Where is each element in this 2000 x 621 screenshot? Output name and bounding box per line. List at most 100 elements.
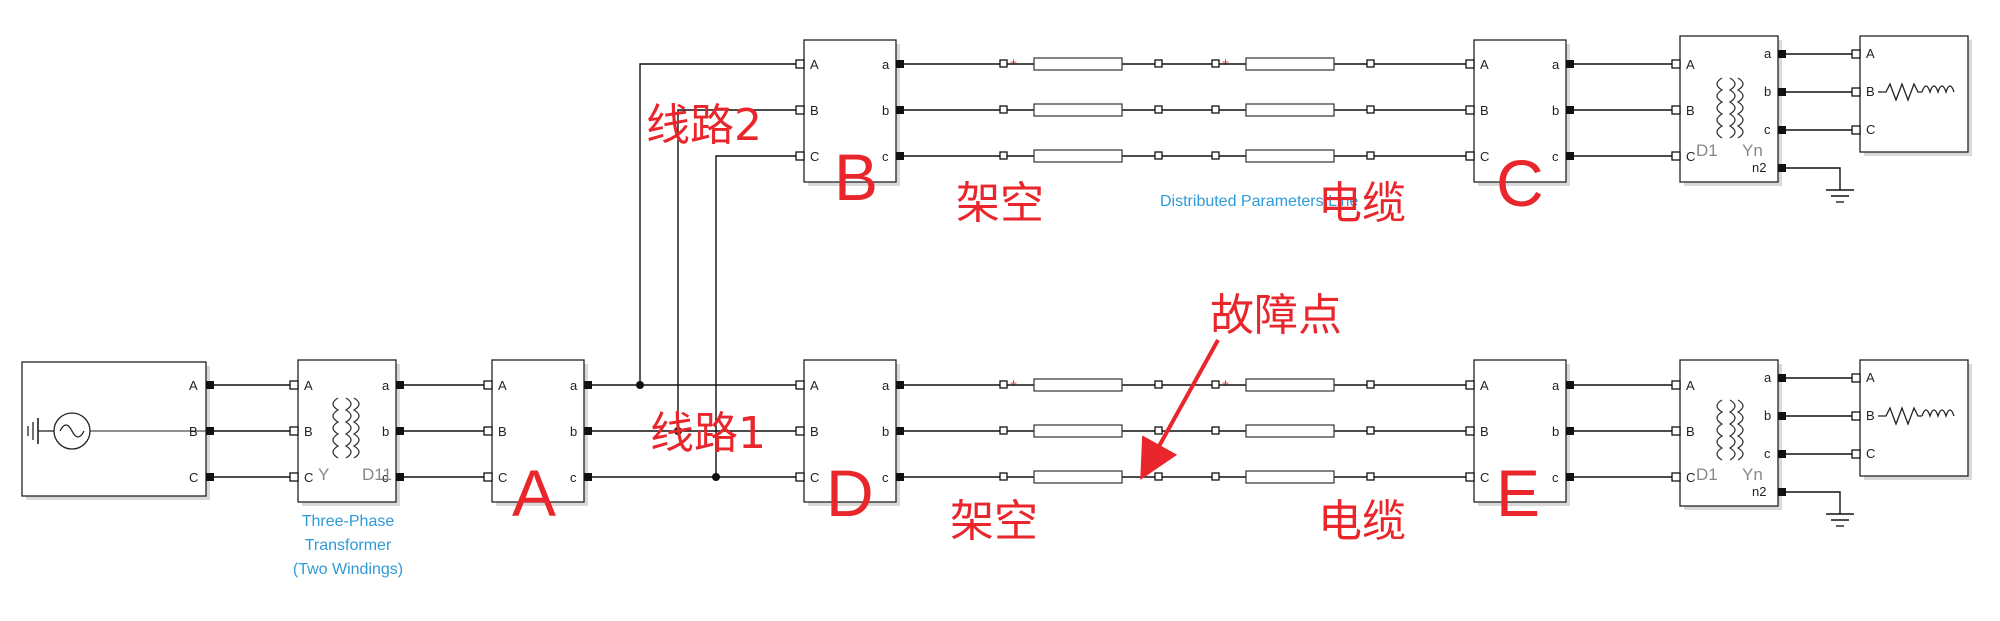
port-label: C: [1866, 122, 1875, 137]
ground-icon: [1786, 167, 1854, 203]
winding-label: Y: [318, 465, 329, 484]
port-label: a: [882, 378, 890, 393]
three-phase-transformer-block[interactable]: A B C a b c Y D11: [289, 359, 404, 506]
port-label: A: [189, 378, 198, 393]
svg-text:+: +: [1010, 55, 1017, 69]
transformer-caption: (Two Windings): [293, 561, 403, 578]
port-label: C: [1686, 149, 1695, 164]
fault-arrow-icon: [1140, 339, 1220, 480]
port-label: C: [498, 470, 507, 485]
resistor-icon: [1878, 406, 1922, 426]
segment-label-overhead-upper: 架空: [956, 178, 1044, 229]
route-label-line1: 线路1: [650, 408, 766, 459]
node-label-e: E: [1496, 456, 1540, 530]
port-label: B: [498, 424, 507, 439]
port-label: a: [1552, 57, 1560, 72]
port-label: c: [1552, 470, 1559, 485]
port-label: A: [810, 57, 819, 72]
port-label: c: [1552, 149, 1559, 164]
port-label: a: [570, 378, 578, 393]
port-label: c: [382, 470, 389, 485]
port-label: C: [1686, 470, 1695, 485]
node-label-d: D: [826, 456, 874, 530]
port-label: B: [810, 103, 819, 118]
port-label: B: [1480, 103, 1489, 118]
winding-label: D11: [362, 465, 392, 484]
port-label: b: [1552, 103, 1559, 118]
port-label: a: [382, 378, 390, 393]
ground-icon: [1786, 491, 1854, 527]
port-label: n2: [1752, 484, 1766, 499]
port-label: A: [1480, 378, 1489, 393]
winding-label: D1: [1696, 465, 1718, 484]
load-transformer-lower-block[interactable]: A B C a b c n2 D1 Yn: [1671, 359, 1786, 510]
port-label: A: [498, 378, 507, 393]
node-label-b: B: [834, 140, 878, 214]
port-label: b: [1552, 424, 1559, 439]
port-label: C: [1480, 149, 1489, 164]
port-label: B: [1866, 408, 1875, 423]
port-label: A: [1686, 378, 1695, 393]
bus-block-b[interactable]: A B C a b c: [795, 39, 904, 186]
segment-label-cable-lower: 电缆: [1318, 496, 1406, 547]
port-label: A: [1866, 46, 1875, 61]
port-label: A: [1686, 57, 1695, 72]
port-label: B: [304, 424, 313, 439]
port-label: B: [1480, 424, 1489, 439]
wires-source-side: [214, 384, 484, 478]
rl-load-upper-block[interactable]: A B C: [1851, 35, 1972, 156]
wires-to-load: [1786, 53, 1852, 455]
rl-load-lower-block[interactable]: A B C: [1851, 359, 1972, 480]
node-label-a: A: [512, 456, 556, 530]
port-label: a: [1552, 378, 1560, 393]
port-label: c: [882, 470, 889, 485]
segment-label-cable-upper: 电缆: [1318, 178, 1406, 229]
transformer-coil-icon: [1716, 399, 1744, 461]
svg-text:+: +: [1010, 376, 1017, 390]
port-label: c: [1764, 446, 1771, 461]
port-label: C: [189, 470, 198, 485]
inductor-icon: [1921, 409, 1955, 419]
transformer-caption: Three-Phase: [302, 513, 395, 530]
bus-block-e[interactable]: A B C a b c: [1465, 359, 1574, 506]
port-label: B: [1686, 103, 1695, 118]
wires-load-side: [1574, 63, 1672, 478]
bus-block-c[interactable]: A B C a b c: [1465, 39, 1574, 186]
port-label: a: [882, 57, 890, 72]
bus-block-d[interactable]: A B C a b c: [795, 359, 904, 506]
port-label: b: [882, 103, 889, 118]
port-label: B: [810, 424, 819, 439]
port-label: c: [882, 149, 889, 164]
winding-label: D1: [1696, 141, 1718, 160]
port-label: b: [570, 424, 577, 439]
port-label: A: [1866, 370, 1875, 385]
port-label: a: [1764, 46, 1772, 61]
fault-point-label: 故障点: [1210, 290, 1342, 341]
port-label: b: [1764, 84, 1771, 99]
port-label: n2: [1752, 160, 1766, 175]
port-label: c: [570, 470, 577, 485]
route-label-line2: 线路2: [646, 100, 762, 151]
port-label: B: [189, 424, 198, 439]
wires-bus-a-branch: [592, 63, 800, 481]
distributed-line-caption: Distributed Parameters Line: [1160, 193, 1358, 210]
distributed-line-lower[interactable]: + +: [904, 376, 1466, 484]
port-label: b: [1764, 408, 1771, 423]
svg-text:+: +: [1222, 55, 1229, 69]
port-label: B: [1866, 84, 1875, 99]
distributed-line-upper[interactable]: + +: [904, 55, 1466, 163]
port-label: C: [810, 149, 819, 164]
bus-block-a[interactable]: A B C a b c: [483, 359, 592, 506]
inductor-icon: [1921, 85, 1955, 95]
three-phase-source-block[interactable]: A B C: [21, 361, 214, 500]
port-label: b: [882, 424, 889, 439]
port-label: A: [304, 378, 313, 393]
resistor-icon: [1878, 82, 1922, 102]
load-transformer-upper-block[interactable]: A B C a b c n2 D1 Yn: [1671, 35, 1786, 186]
winding-label: Yn: [1742, 465, 1763, 484]
port-label: a: [1764, 370, 1772, 385]
node-label-c: C: [1496, 146, 1544, 220]
svg-text:+: +: [1222, 376, 1229, 390]
port-label: B: [1686, 424, 1695, 439]
port-label: C: [810, 470, 819, 485]
